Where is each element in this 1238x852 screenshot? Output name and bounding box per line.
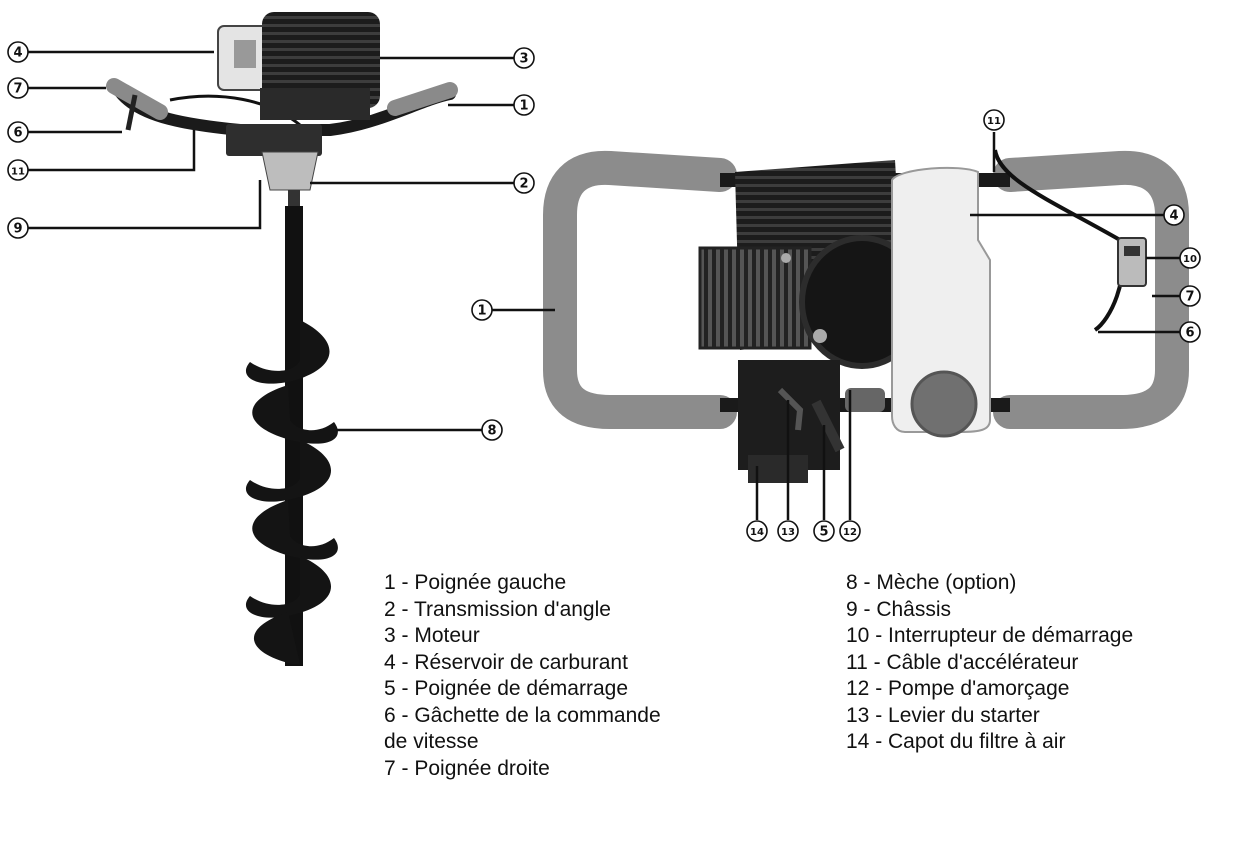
legend-item: de vitesse bbox=[384, 730, 479, 753]
svg-text:12: 12 bbox=[843, 527, 857, 538]
svg-text:11: 11 bbox=[987, 116, 1001, 127]
front-primer-pump bbox=[845, 388, 885, 412]
legend-item: 11 - Câble d'accélérateur bbox=[846, 650, 1079, 674]
callout-12-front: 12 bbox=[839, 520, 861, 542]
legend-item: 8 - Mèche (option) bbox=[846, 571, 1017, 594]
svg-text:7: 7 bbox=[13, 82, 22, 97]
front-start-switch bbox=[1117, 237, 1147, 287]
legend-item: 7 - Poignée droite bbox=[384, 756, 550, 780]
callout-8-side: 8 bbox=[481, 419, 503, 441]
svg-text:3: 3 bbox=[519, 52, 528, 67]
svg-text:6: 6 bbox=[1185, 326, 1194, 341]
callout-9-side: 9 bbox=[7, 217, 29, 239]
svg-text:14: 14 bbox=[750, 527, 764, 538]
svg-text:13: 13 bbox=[781, 527, 795, 538]
legend-right-column: 8 - Mèche (option) 9 - Châssis 10 - Inte… bbox=[846, 570, 1133, 756]
callout-14-front: 14 bbox=[746, 520, 768, 542]
svg-text:5: 5 bbox=[819, 525, 828, 540]
callout-7-side: 7 bbox=[7, 77, 29, 99]
callout-1-side: 1 bbox=[513, 94, 535, 116]
callout-13-front: 13 bbox=[777, 520, 799, 542]
side-engine bbox=[262, 12, 380, 108]
legend-item: 3 - Moteur bbox=[384, 624, 480, 647]
front-view-auger bbox=[543, 149, 1189, 483]
svg-text:4: 4 bbox=[13, 46, 22, 61]
callout-3-side: 3 bbox=[513, 47, 535, 69]
front-fuel-tank bbox=[891, 166, 991, 433]
front-cooling-grille bbox=[698, 246, 812, 350]
svg-text:11: 11 bbox=[11, 167, 25, 178]
svg-text:1: 1 bbox=[477, 304, 486, 319]
callout-5-front: 5 bbox=[813, 520, 835, 542]
front-start-handle bbox=[811, 399, 845, 453]
svg-text:6: 6 bbox=[13, 126, 22, 141]
legend-item: 14 - Capot du filtre à air bbox=[846, 730, 1066, 753]
front-fuel-cap bbox=[910, 370, 978, 438]
svg-text:4: 4 bbox=[1169, 209, 1178, 224]
legend-item: 5 - Poignée de démarrage bbox=[384, 677, 628, 700]
callouts: 4 7 6 11 9 3 1 2 8 1 11 4 10 7 6 14 13 5… bbox=[7, 41, 1201, 542]
callout-1-front: 1 bbox=[471, 299, 493, 321]
side-view-auger bbox=[106, 12, 458, 666]
legend-item: 2 - Transmission d'angle bbox=[384, 597, 611, 621]
callout-6-side: 6 bbox=[7, 121, 29, 143]
callout-4-side: 4 bbox=[7, 41, 29, 63]
legend-item: 10 - Interrupteur de démarrage bbox=[846, 624, 1134, 647]
callout-11-side: 11 bbox=[7, 159, 29, 181]
legend-item: 13 - Levier du starter bbox=[846, 703, 1040, 727]
callout-6-front: 6 bbox=[1179, 321, 1201, 343]
front-left-handle bbox=[543, 150, 737, 429]
svg-text:8: 8 bbox=[487, 424, 496, 439]
svg-text:2: 2 bbox=[519, 177, 528, 192]
side-drill-flights bbox=[245, 320, 338, 664]
front-choke-lever bbox=[777, 387, 804, 431]
side-gearbox bbox=[261, 151, 319, 191]
side-chassis bbox=[226, 124, 322, 156]
svg-text:1: 1 bbox=[519, 99, 528, 114]
callout-11-front: 11 bbox=[983, 109, 1005, 131]
legend-left-column: 1 - Poignée gauche 2 - Transmission d'an… bbox=[384, 570, 661, 782]
svg-text:10: 10 bbox=[1183, 254, 1197, 265]
svg-text:9: 9 bbox=[13, 222, 22, 237]
front-right-handle bbox=[993, 150, 1189, 429]
legend-item: 6 - Gâchette de la commande bbox=[384, 703, 661, 727]
callout-2-side: 2 bbox=[513, 172, 535, 194]
legend-item: 9 - Châssis bbox=[846, 597, 952, 621]
legend-item: 4 - Réservoir de carburant bbox=[384, 650, 628, 674]
callout-4-front: 4 bbox=[1163, 204, 1185, 226]
callout-10-front: 10 bbox=[1179, 247, 1201, 269]
callout-lines bbox=[28, 50, 1180, 520]
legend-item: 12 - Pompe d'amorçage bbox=[846, 677, 1070, 700]
legend-item: 1 - Poignée gauche bbox=[384, 571, 567, 594]
svg-text:7: 7 bbox=[1185, 290, 1194, 305]
callout-7-front: 7 bbox=[1179, 285, 1201, 307]
